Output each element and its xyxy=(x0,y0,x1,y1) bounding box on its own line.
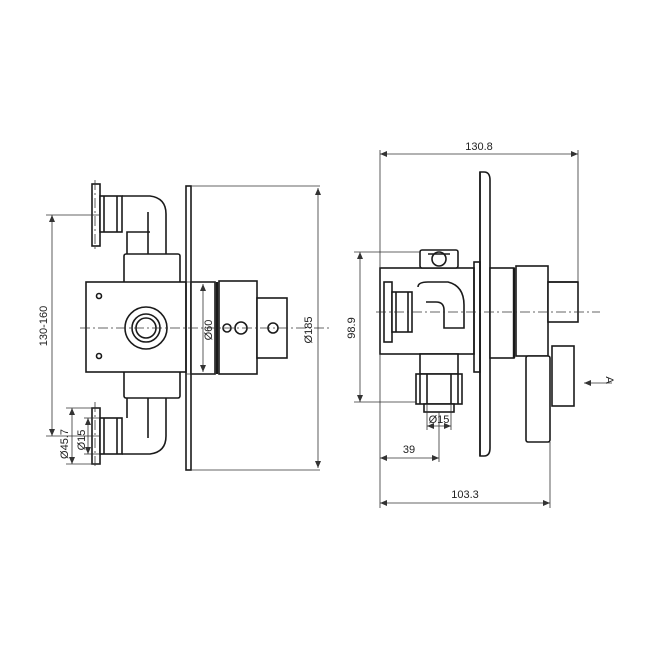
bottom-elbow-pipe xyxy=(122,395,167,455)
view-marker-label: A xyxy=(603,376,615,384)
dim-depth: 103.3 xyxy=(451,489,479,501)
dim-inlet-outer: Ø45.7 xyxy=(59,429,71,459)
bottom-connector xyxy=(419,353,459,375)
dim-inlet-offset: 39 xyxy=(403,444,415,456)
top-elbow-pipe xyxy=(122,195,167,256)
dim-height-valve: 98.9 xyxy=(346,317,358,338)
dim-cartridge-diameter: Ø60 xyxy=(203,320,215,341)
front-view: 130-160 Ø45.7 Ø15 Ø60 Ø185 xyxy=(38,180,330,471)
dim-plate-diameter: Ø185 xyxy=(303,317,315,344)
dim-range-centres: 130-160 xyxy=(38,306,50,346)
face-plate-side xyxy=(479,171,491,457)
handle-lever-side xyxy=(547,281,579,323)
dim-width-overall: 130.8 xyxy=(465,141,493,153)
cartridge-side xyxy=(489,267,515,359)
side-view: 130.8 98.9 Ø15 39 103.3 A xyxy=(346,141,615,508)
dim-inlet-diameter-front: Ø15 xyxy=(76,430,88,451)
